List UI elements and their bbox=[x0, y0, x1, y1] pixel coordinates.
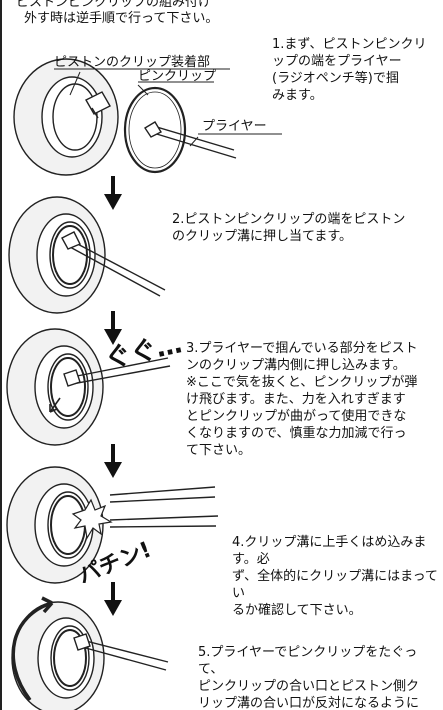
step-2: 2.ピストンピンクリップの端をピストン のクリップ溝に押し当てます。 bbox=[172, 211, 438, 245]
flow-arrows bbox=[104, 176, 122, 616]
left-border-line bbox=[0, 0, 2, 710]
label-pliers: プライヤー bbox=[202, 119, 267, 134]
impact-star bbox=[71, 498, 113, 540]
step-5: 5.プライヤーでピンクリップをたぐって、 ピンクリップの合い口とピストン側ク リ… bbox=[198, 644, 440, 710]
rotate-arrow bbox=[11, 601, 53, 702]
step-2-text: 2.ピストンピンクリップの端をピストン のクリップ溝に押し当てます。 bbox=[172, 212, 406, 244]
piston-ring-step1 bbox=[13, 58, 119, 176]
pliers-step2 bbox=[61, 231, 166, 297]
step-3-caution: ※ここで気を抜くと、ピンクリップが弾 け飛びます。また、力を入れすぎます とピン… bbox=[186, 375, 418, 458]
step-5-text: 5.プライヤーでピンクリップをたぐって、 ピンクリップの合い口とピストン側ク リ… bbox=[198, 645, 420, 710]
label-piston-clip-groove: ピストンのクリップ装着部 bbox=[54, 55, 211, 70]
pliers-step3 bbox=[49, 357, 171, 413]
step-3: 3.プライヤーで掴んでいる部分をピスト ンのクリップ溝内側に押し込みます。 ※こ… bbox=[186, 340, 440, 459]
step-1: 1.まず、ピストンピンクリ ップの端をプライヤー (ラジオペンチ等)で掴 みます… bbox=[272, 36, 438, 104]
pin-clip-step1 bbox=[123, 86, 187, 174]
label-pin-clip: ピンクリップ bbox=[138, 69, 217, 84]
pliers-step4 bbox=[109, 486, 219, 528]
pliers-step1 bbox=[144, 121, 237, 159]
section-title: ピストンピンクリップの組み付け bbox=[16, 0, 212, 10]
step-4-text: 4.クリップ溝に上手くはめ込みます。必 ず、全体的にクリップ溝にはまってい るか… bbox=[232, 535, 438, 618]
piston-ring-step4 bbox=[6, 466, 104, 584]
step-3-text: 3.プライヤーで掴んでいる部分をピスト ンのクリップ溝内側に押し込みます。 bbox=[186, 341, 418, 373]
pliers-step5 bbox=[73, 633, 169, 671]
disassembly-note: 外す時は逆手順で行って下さい。 bbox=[24, 11, 219, 26]
step-4: 4.クリップ溝に上手くはめ込みます。必 ず、全体的にクリップ溝にはまってい るか… bbox=[232, 534, 440, 619]
step-1-text: 1.まず、ピストンピンクリ ップの端をプライヤー (ラジオペンチ等)で掴 みます… bbox=[272, 37, 427, 103]
piston-ring-step2 bbox=[8, 196, 106, 314]
piston-ring-step3 bbox=[6, 328, 104, 446]
